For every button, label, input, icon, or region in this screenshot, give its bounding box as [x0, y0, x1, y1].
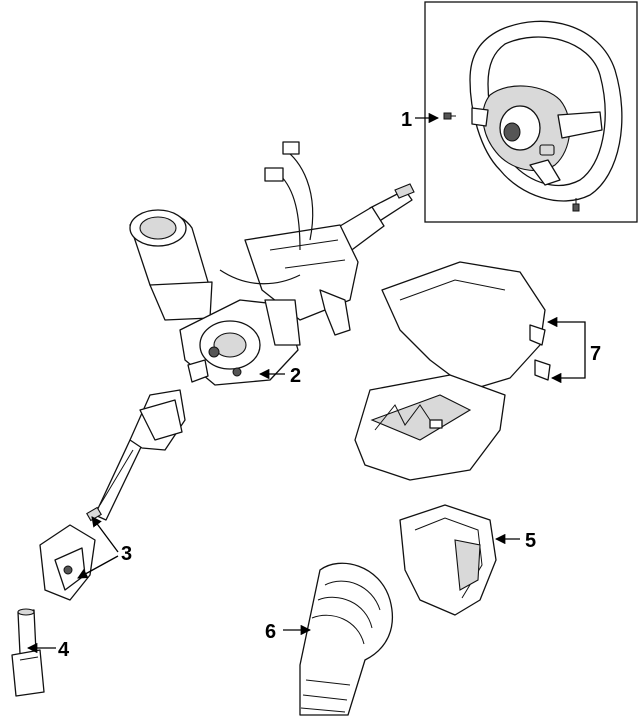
steering-wheel-icon: [469, 20, 623, 202]
callout-6: 6: [265, 621, 276, 643]
callout-5: 5: [525, 530, 536, 552]
leader-7b: [550, 352, 586, 384]
leader-3a: [91, 516, 119, 553]
callout-3: 3: [121, 543, 132, 565]
steering-wheel-group[interactable]: [424, 1, 638, 223]
wheel-bolt-icon: [443, 112, 456, 120]
leader-3b: [77, 555, 119, 579]
wheel-screw-icon: [572, 198, 580, 212]
leader-lines: [26, 112, 586, 654]
column-boot-seal-icon[interactable]: [299, 562, 394, 716]
steering-column-icon[interactable]: [129, 141, 415, 386]
column-boot-cover-icon[interactable]: [399, 504, 497, 616]
callout-4: 4: [58, 639, 70, 661]
callout-1: 1: [401, 109, 412, 131]
universal-joint-icon[interactable]: [39, 389, 186, 601]
column-cover-icon[interactable]: [354, 261, 551, 481]
leader-7a: [546, 316, 586, 352]
callout-7: 7: [590, 343, 601, 365]
callout-2: 2: [290, 365, 301, 387]
pinion-shaft-icon[interactable]: [11, 608, 45, 697]
